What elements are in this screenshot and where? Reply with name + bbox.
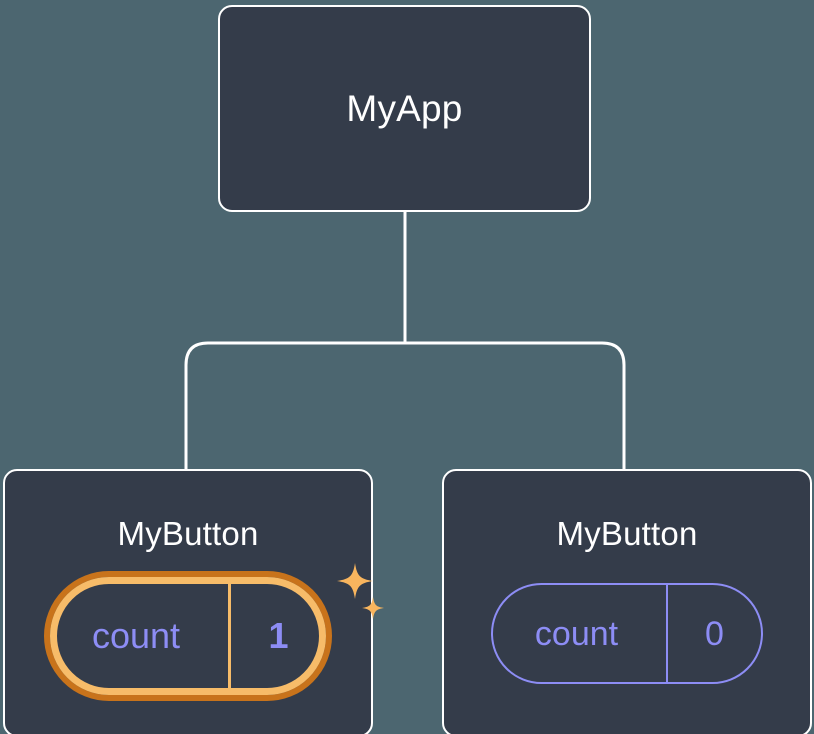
sparkle-large-icon — [337, 563, 373, 599]
state-value-label: 0 — [705, 614, 724, 653]
state-value-cell: 1 — [228, 577, 326, 695]
state-key-cell: count — [493, 585, 666, 682]
node-myapp[interactable]: MyApp — [218, 5, 591, 212]
node-mybutton-right[interactable]: MyButton count 0 — [442, 469, 812, 734]
connector-bus — [184, 341, 626, 469]
state-pill-wrapper: count 1 — [44, 563, 384, 701]
state-pill-wrapper: count 0 — [491, 583, 763, 684]
state-key-cell: count — [50, 577, 228, 695]
state-value-cell: 0 — [666, 585, 761, 682]
sparkle-group — [337, 563, 384, 619]
state-key-label: count — [91, 615, 181, 656]
state-key-label: count — [534, 614, 619, 653]
node-mybutton-left[interactable]: MyButton count 1 — [3, 469, 384, 734]
sparkle-small-icon — [362, 597, 384, 619]
state-value-label: 1 — [268, 615, 289, 656]
node-title: MyButton — [117, 515, 259, 552]
state-pill[interactable]: count 0 — [491, 583, 763, 684]
state-pill-highlighted[interactable]: count 1 — [44, 571, 332, 701]
node-title: MyApp — [346, 88, 463, 129]
node-title: MyButton — [556, 515, 698, 552]
